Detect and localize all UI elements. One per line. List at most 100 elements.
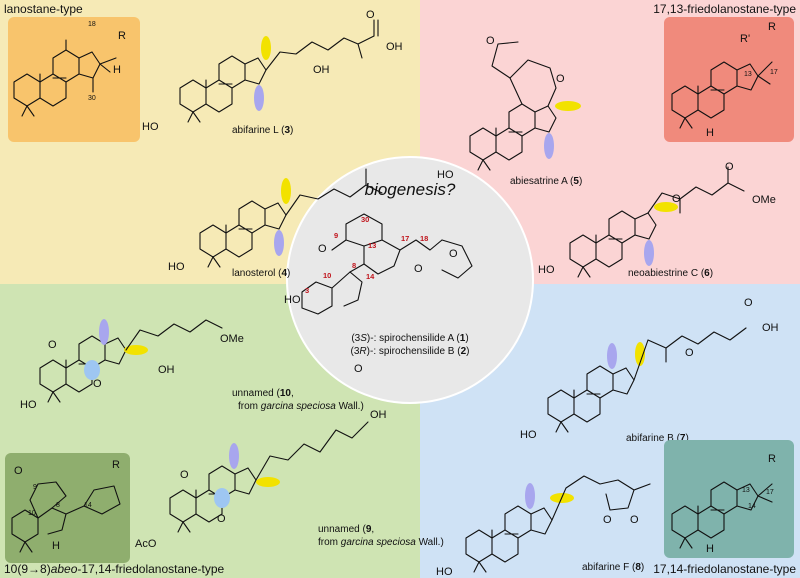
label-R: R [118,30,126,42]
neoabiestrine-C-name: neoabiestrine C (6) [628,268,713,279]
header-1713: 17,13-friedolanostane-type [653,2,796,16]
methyl-highlight-purple [607,343,617,369]
unnamed-9-name-line1: unnamed (9, [318,524,374,535]
label-O: O [630,514,639,526]
methyl-highlight-yellow [555,101,581,111]
label-O-acid: O [744,297,753,309]
label-HO: HO [520,429,537,441]
methyl-highlight-yellow [256,477,280,487]
methyl-highlight-purple [274,230,284,256]
label-10: 10 [28,510,36,517]
methyl-highlight-yellow [281,178,291,204]
label-HO: HO [284,294,301,306]
label-O: O [672,193,681,205]
abiesatrine-A-name: abiesatrine A (5) [510,176,582,187]
biogenesis-question: biogenesis? [365,180,456,199]
center-atom-10: 10 [323,271,331,280]
label-18: 18 [88,21,96,28]
lanostane-skeleton-box [8,17,140,142]
label-R: R [768,21,776,33]
methyl-highlight-purple [229,443,239,469]
methyl-highlight-yellow [635,342,645,366]
label-HO: HO [437,169,454,181]
abifarine-L-name: abifarine L (3) [232,125,293,136]
friedo-1713-skeleton [671,61,773,129]
header-lanostane: lanostane-type [4,2,83,16]
methyl-highlight-purple [99,319,109,345]
label-30: 30 [88,95,96,102]
unnamed-9-structure [169,421,369,533]
label-13: 13 [744,71,752,78]
lanosterol-name: lanosterol (4) [232,268,290,279]
header-1714: 17,14-friedolanostane-type [653,562,796,576]
center-atom-14: 14 [366,272,375,281]
unnamed-10-name-line2: from garcina speciosa Wall.) [238,401,364,412]
label-HO: HO [538,264,555,276]
label-OH: OH [313,64,330,76]
label-O: O [318,243,327,255]
label-O-acid: O [366,9,375,21]
unnamed-10-name-line1: unnamed (10, [232,388,294,399]
label-O: O [217,513,226,525]
label-O: O [180,469,189,481]
label-O: O [414,263,423,275]
label-14: 14 [84,502,92,509]
label-R: R [112,459,120,471]
center-circle [286,156,534,404]
label-O: O [725,161,734,173]
lanosterol-structure [199,168,383,268]
center-atom-3: 3 [305,286,309,295]
lanostane-skeleton [13,39,117,117]
label-OH-acid: OH [370,409,387,421]
label-14: 14 [748,503,756,510]
friedo-1713-skeleton-box [664,17,794,142]
label-O: O [449,248,458,260]
abifarine-F-name: abifarine F (8) [582,562,644,573]
label-O: O [48,339,57,351]
methyl-highlight-purple [525,483,535,509]
methyl-highlight-purple [544,133,554,159]
label-OMe: OMe [220,333,244,345]
label-OMe: OMe [752,194,776,206]
center-atom-9: 9 [334,231,338,240]
neoabiestrine-C-structure [569,166,745,278]
label-HO: HO [436,566,453,578]
methyl-highlight-yellow [654,202,678,212]
center-atom-13: 13 [368,241,376,250]
abeo-skeleton [11,481,121,553]
abifarine-F-structure [465,475,651,573]
center-atom-18: 18 [420,234,428,243]
label-8: 8 [56,502,60,509]
spiro-highlight-blue [84,360,100,380]
label-Rprime: R' [740,33,750,45]
label-9: 9 [33,484,37,491]
label-HO: HO [142,121,159,133]
label-HO: HO [168,261,185,273]
abifarine-B-name: abifarine B (7) [626,433,689,444]
label-AcO: AcO [135,538,157,550]
label-OH-acid: OH [386,41,403,53]
label-H: H [706,127,714,139]
label-O: O [486,35,495,47]
label-O: O [93,378,102,390]
methyl-highlight-purple [644,240,654,266]
abiesatrine-A-structure [469,41,581,171]
label-H: H [706,543,714,555]
spiro-highlight-blue [214,488,230,508]
center-atom-17: 17 [401,234,409,243]
label-O: O [14,465,23,477]
label-O: O [603,514,612,526]
label-OH-acid: OH [762,322,779,334]
friedo-1714-skeleton-box [664,440,794,558]
spirochensilide-A-label: (3S)-: spirochensilide A (1) [351,333,468,344]
label-O-acid: O [354,363,363,375]
header-abeo: 10(9→8)abeo-17,14-friedolanostane-type [4,562,224,576]
spirochensilide-B-label: (3R)-: spirochensilide B (2) [351,346,470,357]
abifarine-B-structure [547,327,747,433]
label-O: O [685,347,694,359]
unnamed-9-name-line2: from garcina speciosa Wall.) [318,537,444,548]
methyl-highlight-purple [254,85,264,111]
methyl-highlight-yellow [124,345,148,355]
